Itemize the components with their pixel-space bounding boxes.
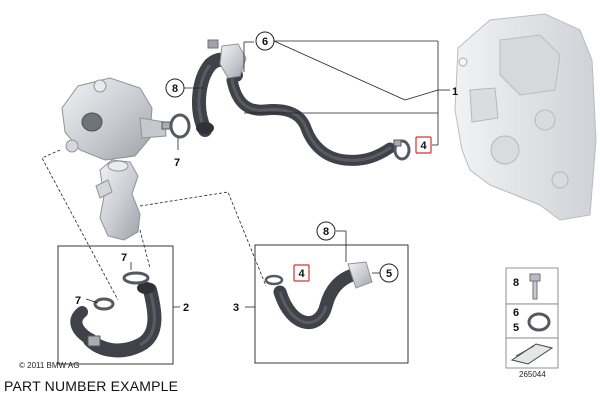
- callout-7-top: 7: [174, 157, 180, 169]
- callout-8-top: 8: [172, 83, 178, 95]
- legend-label-5: 5: [513, 322, 519, 334]
- hose-clamp-right: [393, 139, 411, 161]
- callout-5-circle: [379, 263, 399, 283]
- callout-7-inset-b: 7: [75, 295, 81, 307]
- o-ring-icon: [527, 312, 551, 332]
- inset-box-2: [57, 245, 180, 365]
- callout-8-top-circle: [165, 78, 185, 98]
- callout-4-top-box: [415, 136, 432, 154]
- callout-4-top: 4: [420, 140, 427, 152]
- bolt-icon: [529, 273, 541, 300]
- inset-box-3: [245, 230, 409, 364]
- callout-7-inset-a: 7: [121, 252, 127, 264]
- copyright-notice: © 2011 BMW AG: [19, 361, 80, 370]
- water-pump: [61, 77, 167, 161]
- callout-5: 5: [386, 268, 392, 280]
- callout-3: 3: [233, 302, 239, 314]
- callout-2: 2: [183, 302, 189, 314]
- callout-8-bottom-circle: [316, 221, 336, 241]
- engine-block: [454, 13, 597, 221]
- legend-panel: 8 6 5: [505, 267, 559, 369]
- leader-lines: [41, 40, 450, 301]
- hose-clamp-top: [161, 113, 191, 139]
- legend-label-8: 8: [513, 277, 519, 289]
- legend-label-6: 6: [513, 307, 519, 319]
- thermostat-housing: [95, 159, 141, 241]
- callout-1: 1: [452, 86, 458, 98]
- callout-6: 6: [262, 36, 268, 48]
- caption: PART NUMBER EXAMPLE: [4, 378, 179, 394]
- callout-4-bottom-box: [293, 264, 310, 282]
- gasket-strip-icon: [510, 343, 554, 365]
- callout-6-circle: [255, 31, 275, 51]
- diagram-id: 265044: [519, 370, 546, 379]
- callout-8-bottom: 8: [323, 226, 329, 238]
- callout-4-bottom: 4: [298, 268, 305, 280]
- upper-hose-assembly: [192, 39, 396, 166]
